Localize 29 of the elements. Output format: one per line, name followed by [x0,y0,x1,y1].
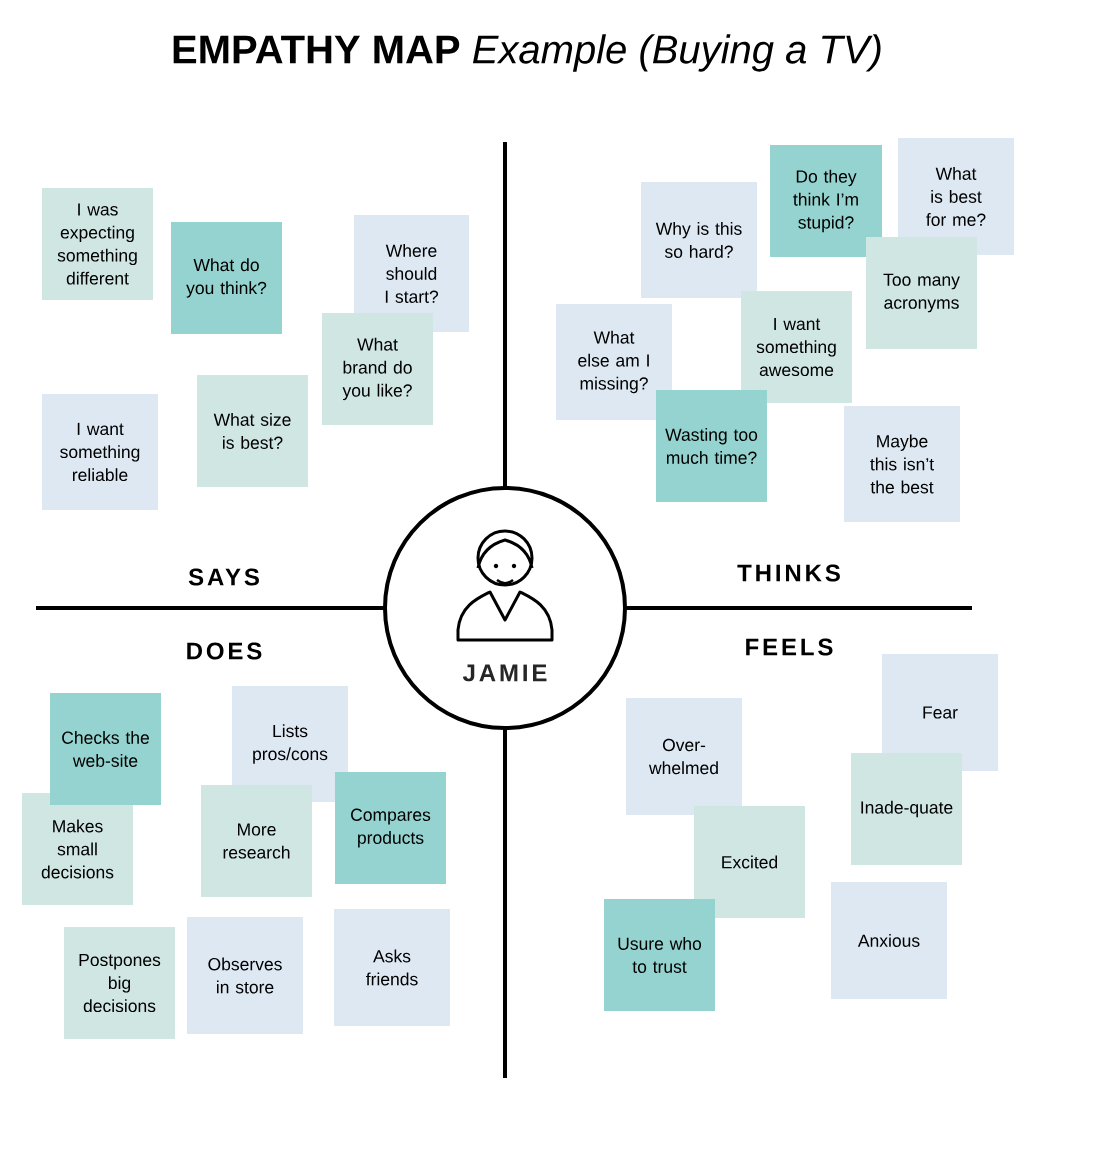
sticky-note: Usure who to trust [604,899,715,1011]
sticky-note: Checks the web-site [50,693,161,805]
sticky-note: Too many acronyms [866,237,977,349]
sticky-note: I was expecting something different [42,188,153,300]
sticky-note: Maybe this isn’t the best [844,406,960,522]
sticky-note: Excited [694,806,805,918]
sticky-note: Over-whelmed [626,698,742,815]
sticky-note: What size is best? [197,375,308,487]
sticky-note: Inade-quate [851,753,962,865]
sticky-note: I want something awesome [741,291,852,403]
quadrant-label: SAYS [188,568,259,586]
sticky-note: Observes in store [187,917,303,1034]
sticky-note: Makes small decisions [22,793,133,905]
sticky-note: Do they think I’m stupid? [770,145,882,257]
quadrant-label: DOES [187,642,262,660]
sticky-note: Wasting too much time? [656,390,767,502]
sticky-note: Why is this so hard? [641,182,757,298]
sticky-note: Anxious [831,882,947,999]
quadrant-label: FEELS [746,638,833,656]
sticky-note: Postpones big decisions [64,927,175,1039]
title: EMPATHY MAP Example (Buying a TV) [173,34,881,72]
sticky-note: More research [201,785,312,897]
quadrant-label: THINKS [737,564,840,582]
sticky-note: What do you think? [171,222,282,334]
sticky-note: What brand do you like? [322,313,433,425]
sticky-note: Compares products [335,772,446,884]
sticky-note: I want something reliable [42,394,158,510]
sticky-note: Asks friends [334,909,450,1026]
sticky-note: What else am I missing? [556,304,672,420]
